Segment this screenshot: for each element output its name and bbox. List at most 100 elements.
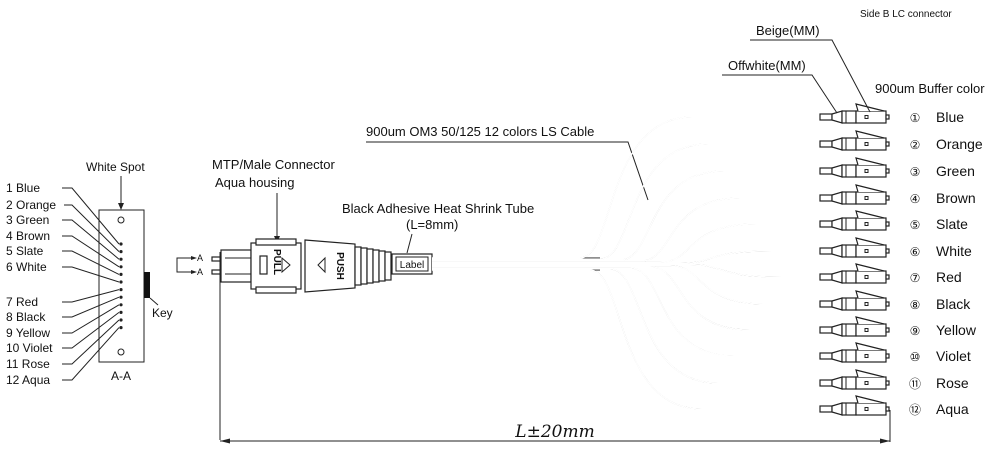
beige-leader xyxy=(750,39,871,113)
fiber-position-dot xyxy=(119,280,123,284)
leg-fiber-core xyxy=(432,269,820,410)
fiber-position-dot xyxy=(119,288,123,292)
white-spot-arrowhead xyxy=(118,203,124,210)
pull-arrow-icon xyxy=(281,256,291,274)
lc-latch xyxy=(855,395,885,404)
side-b-title: Side B LC connector xyxy=(860,9,952,20)
label-text: Label xyxy=(400,260,424,271)
push-arrow-icon xyxy=(317,256,326,274)
fanout-leg: ⑦ Red xyxy=(432,263,962,285)
fiber-leader xyxy=(62,319,120,365)
fiber-label: 1 Blue xyxy=(6,181,40,195)
leg-fiber-core xyxy=(432,263,820,278)
cable-title: 900um OM3 50/125 12 colors LS Cable xyxy=(366,124,594,139)
fiber-label-item: 3 Green xyxy=(6,213,123,261)
lc-latch xyxy=(855,210,885,219)
fiber-position-dot xyxy=(119,272,123,276)
heat-shrink-leader xyxy=(406,233,413,254)
leg-number: ④ xyxy=(910,192,921,206)
mtp-housing xyxy=(250,242,302,290)
label-box xyxy=(395,256,429,272)
heat-shrink-tube: Black Adhesive Heat Shrink Tube (L=8mm) … xyxy=(342,201,534,275)
fiber-position-dot xyxy=(119,318,123,322)
lc-connector xyxy=(819,184,890,205)
leg-color-label: Green xyxy=(936,163,975,179)
lc-connector xyxy=(819,395,890,416)
leg-number: ⑪ xyxy=(909,377,921,391)
strain-relief xyxy=(354,246,392,286)
cable-leader xyxy=(366,141,649,201)
fiber-label-item: 7 Red xyxy=(6,288,123,309)
fiber-label-item: 1 Blue xyxy=(6,181,123,246)
fiber-position-dot xyxy=(119,295,123,299)
leg-number: ⑨ xyxy=(910,324,921,338)
fiber-label: 4 Brown xyxy=(6,229,50,243)
fiber-label-item: 10 Violet xyxy=(6,310,123,355)
fiber-position-dot xyxy=(119,310,123,314)
fiber-label-item: 9 Yellow xyxy=(6,303,123,340)
white-spot-label: White Spot xyxy=(86,160,145,174)
lc-connector xyxy=(819,210,890,231)
buffer-title: 900um Buffer color xyxy=(875,81,985,96)
fiber-label-item: 8 Black xyxy=(6,295,123,324)
section-marker: A A xyxy=(176,253,203,277)
key-block xyxy=(144,272,150,298)
fiber-label-item: 12 Aqua xyxy=(6,326,123,387)
lc-latch xyxy=(855,263,885,272)
fiber-position-dot xyxy=(119,326,123,330)
fiber-label-item: 4 Brown xyxy=(6,229,123,269)
leg-color-label: Brown xyxy=(936,190,976,206)
fiber-label: 11 Rose xyxy=(6,357,50,371)
mtp-boot xyxy=(304,239,356,293)
leg-fiber-outline xyxy=(432,223,820,263)
leg-number: ⑦ xyxy=(910,271,921,285)
fiber-leader xyxy=(62,304,120,334)
leg-color-label: Orange xyxy=(936,136,983,152)
fiber-label: 8 Black xyxy=(6,310,46,324)
lc-connector xyxy=(819,130,890,151)
fiber-leader xyxy=(62,266,120,283)
key-leader xyxy=(149,297,159,306)
fiber-label: 10 Violet xyxy=(6,341,53,355)
fiber-leader xyxy=(62,187,120,245)
lc-latch xyxy=(855,342,885,351)
lc-latch xyxy=(855,130,885,139)
mtp-title-line1: MTP/Male Connector xyxy=(212,157,335,172)
leg-color-label: Blue xyxy=(936,109,964,125)
leg-fiber-outline xyxy=(432,265,820,305)
beige-label: Beige(MM) xyxy=(756,23,820,38)
fiber-label: 3 Green xyxy=(6,213,49,227)
section-label: A-A xyxy=(111,369,131,383)
fiber-label-item: 6 White xyxy=(6,260,123,284)
leg-number: ⑥ xyxy=(910,245,921,259)
lc-connector xyxy=(819,342,890,363)
leg-number: ⑫ xyxy=(909,403,921,417)
length-label: L±20mm xyxy=(514,422,594,442)
fiber-leader xyxy=(64,204,120,252)
key-label: Key xyxy=(152,306,173,320)
ferrule xyxy=(220,249,252,283)
leg-color-label: Red xyxy=(936,269,962,285)
section-marker-bottom: A xyxy=(197,267,203,277)
lc-connector xyxy=(819,290,890,311)
lc-connector xyxy=(819,157,890,178)
fiber-position-dot xyxy=(119,242,123,246)
section-marker-top: A xyxy=(197,253,203,263)
leg-fiber-core xyxy=(432,223,820,264)
leg-fiber-core xyxy=(432,170,820,261)
lc-connector xyxy=(819,103,890,124)
lc-latch xyxy=(855,369,885,378)
leg-number: ① xyxy=(910,111,921,125)
fiber-leader xyxy=(62,327,120,381)
housing-window xyxy=(259,255,268,275)
lc-latch xyxy=(855,316,885,325)
